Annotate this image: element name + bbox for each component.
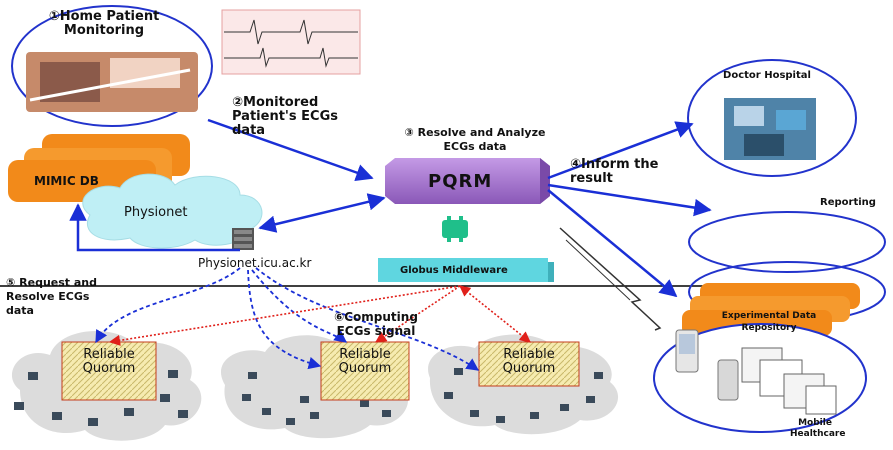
quorum-box-1[interactable]: [61, 341, 157, 401]
server-icon: [232, 228, 254, 250]
wireless-bolt: [559, 227, 662, 331]
ecg-strip: [221, 9, 361, 75]
mobile-label: Mobile Healthcare: [790, 418, 846, 439]
red-arrows: [108, 285, 531, 346]
quorum-label-1[interactable]: Reliable Quorum: [82, 347, 136, 376]
dashed-blue-arrows: [95, 267, 480, 371]
pqrm-label[interactable]: PQRM: [428, 171, 493, 192]
globus-label: Globus Middleware: [400, 265, 508, 276]
quorum-box-2[interactable]: [320, 341, 410, 401]
pqrm-box[interactable]: [385, 158, 550, 204]
quorum-label-2[interactable]: Reliable Quorum: [338, 347, 392, 376]
computer-icons: [14, 368, 603, 426]
globus-middleware-box: [378, 258, 554, 282]
monitored-label: ②Monitored Patient's ECGs data: [232, 95, 338, 138]
inform-label: ④Inform the result: [570, 157, 659, 186]
physionet-host-label: Physionet.icu.ac.kr: [198, 256, 312, 270]
computing-label: ⑥Computing ECGs signal: [334, 310, 418, 338]
resolve-analyze-label: ③ Resolve and Analyze ECGs data: [404, 126, 546, 153]
reporting-label: Reporting: [820, 197, 876, 208]
mobile-devices: [675, 329, 837, 415]
reporting-ellipse-1: [688, 211, 886, 273]
home-monitoring-label: ①Home Patient Monitoring: [48, 9, 160, 38]
blue-arrows: [69, 118, 712, 298]
exp-repo-label: Experimental Data Repository: [721, 311, 817, 333]
quorum-label-3[interactable]: Reliable Quorum: [502, 347, 556, 376]
connector-icon: [442, 216, 468, 242]
doctor-label: Doctor Hospital: [723, 70, 811, 81]
physionet-label: Physionet: [124, 205, 188, 220]
request-label: ⑤ Request and Resolve ECGs data: [6, 276, 98, 317]
mimic-db-label: MIMIC DB: [34, 174, 99, 188]
